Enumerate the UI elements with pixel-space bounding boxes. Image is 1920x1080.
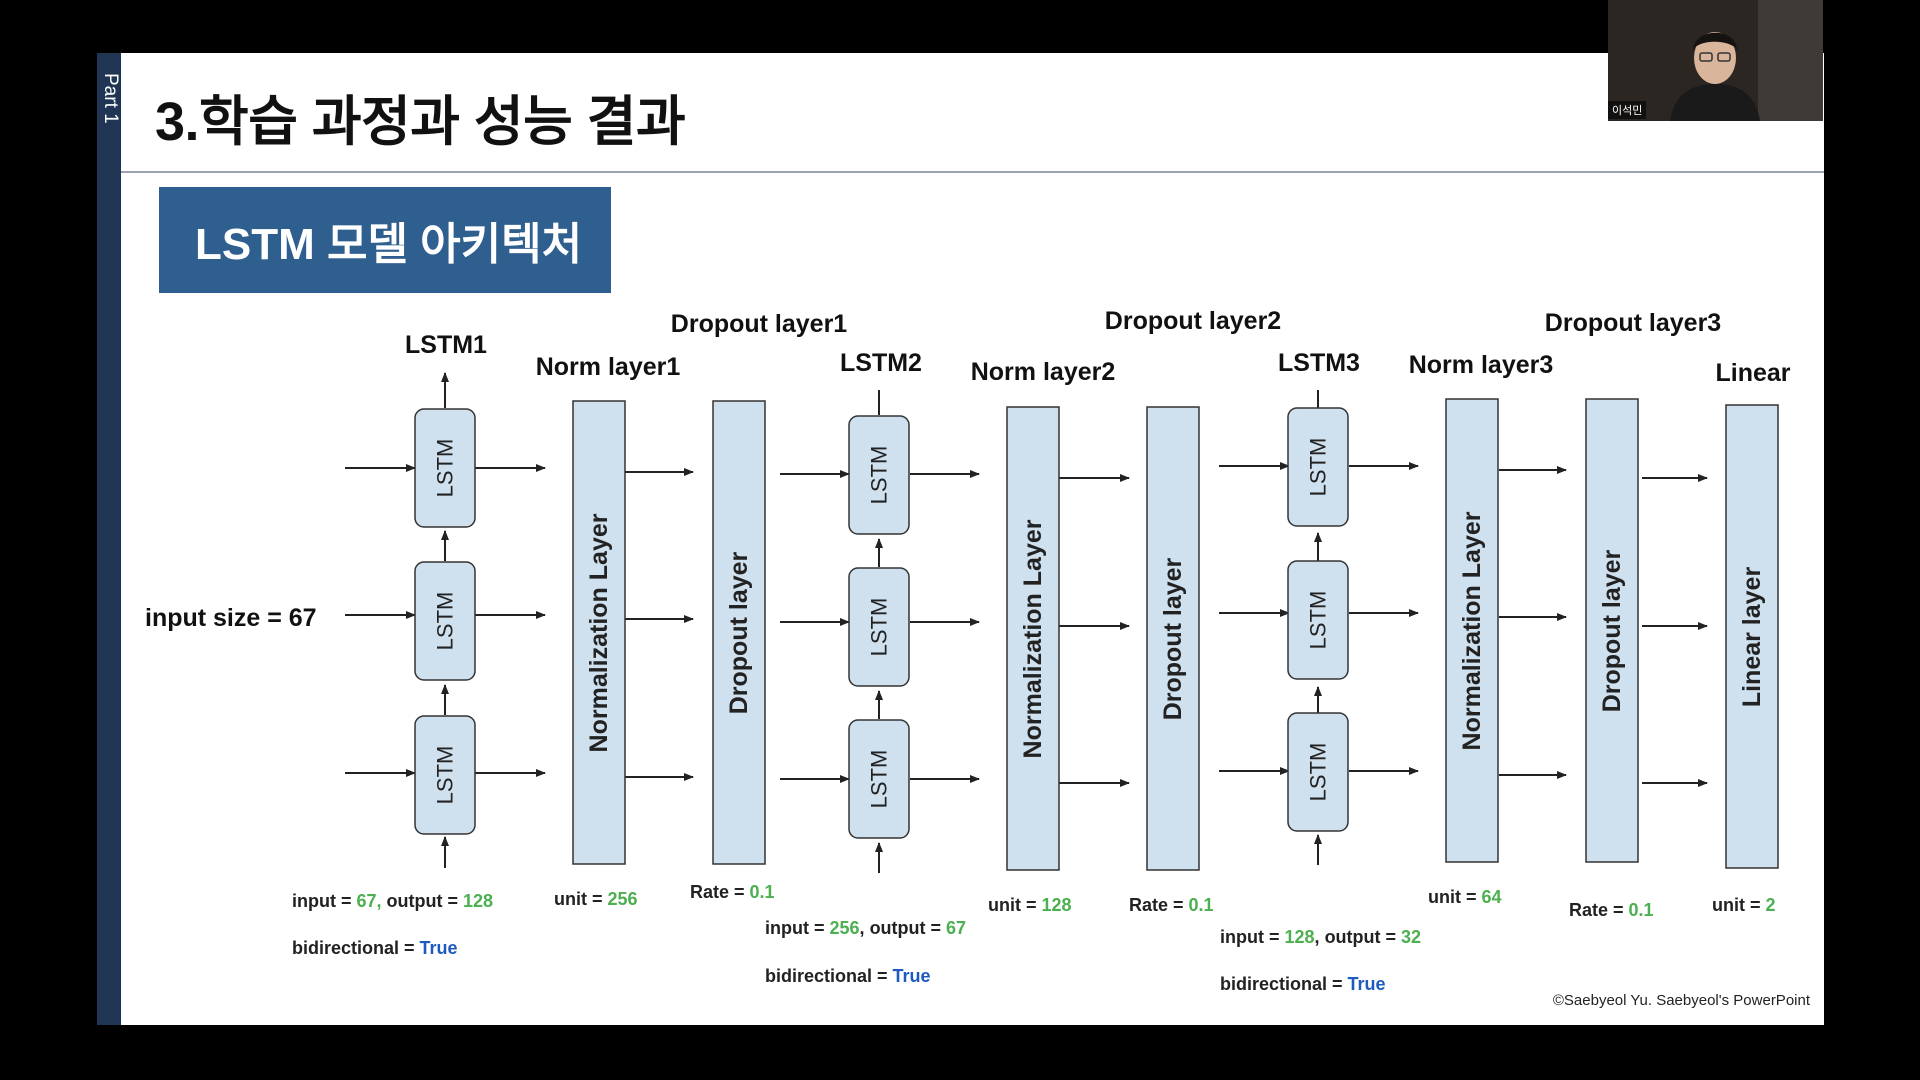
- dropout2-rate: Rate = 0.1: [1129, 895, 1214, 915]
- dropout-layer3-text: Dropout layer: [1598, 549, 1626, 712]
- norm-layer2-text: Normalization Layer: [1019, 519, 1047, 758]
- linear-layer-text: Linear layer: [1738, 567, 1766, 708]
- lstm3-cell-mid-label: LSTM: [1306, 591, 1331, 650]
- norm-layer3-text: Normalization Layer: [1458, 511, 1486, 750]
- parameter-annotations: input = 67, output = 128 bidirectional =…: [292, 882, 1776, 994]
- header-lstm1: LSTM1: [405, 331, 487, 359]
- lstm2-bidirectional: bidirectional = True: [765, 966, 931, 986]
- lstm1-io-params: input = 67, output = 128: [292, 891, 493, 911]
- dropout3-rate: Rate = 0.1: [1569, 900, 1654, 920]
- participant-name: 이석민: [1608, 101, 1647, 119]
- part-label: Part 1: [100, 73, 121, 124]
- lstm2-cell-bottom-label: LSTM: [867, 750, 892, 809]
- connection-arrows: [345, 372, 1708, 873]
- norm1-unit: unit = 256: [554, 889, 638, 909]
- header-dropout2: Dropout layer2: [1105, 307, 1281, 335]
- person-hair: [1693, 32, 1737, 50]
- header-norm3: Norm layer3: [1409, 351, 1554, 379]
- linear-layer-box: Linear layer: [1725, 404, 1779, 869]
- lstm1-cell-top-label: LSTM: [433, 439, 458, 498]
- participant-video: [1608, 0, 1823, 121]
- norm-layer3-box: Normalization Layer: [1445, 398, 1499, 863]
- lstm1-cell-mid-label: LSTM: [433, 592, 458, 651]
- header-lstm2: LSTM2: [840, 349, 922, 377]
- lstm1-bidirectional: bidirectional = True: [292, 938, 458, 958]
- norm-layer2-box: Normalization Layer: [1006, 406, 1060, 871]
- header-dropout1: Dropout layer1: [671, 310, 848, 338]
- webcam-thumbnail[interactable]: 이석민: [1608, 0, 1823, 121]
- lstm3-cell-bottom-label: LSTM: [1306, 743, 1331, 802]
- person-face: [1694, 32, 1736, 84]
- slide-title: 3.학습 과정과 성능 결과: [155, 92, 686, 152]
- norm-layer1-text: Normalization Layer: [585, 513, 613, 752]
- dropout-layer3-box: Dropout layer: [1585, 398, 1639, 863]
- lstm2-block: LSTM LSTM LSTM: [848, 415, 910, 839]
- header-lstm3: LSTM3: [1278, 349, 1360, 377]
- lstm2-cell-top-label: LSTM: [867, 446, 892, 505]
- header-linear: Linear: [1715, 359, 1790, 387]
- lstm3-io-params: input = 128, output = 32: [1220, 927, 1421, 947]
- lstm3-block: LSTM LSTM LSTM: [1287, 407, 1349, 832]
- dropout-layer2-box: Dropout layer: [1146, 406, 1200, 871]
- section-heading: LSTM 모델 아키텍처: [195, 220, 583, 269]
- copyright-note: ©Saebyeol Yu. Saebyeol's PowerPoint: [1552, 992, 1810, 1009]
- presentation-slide: Part 1 3.학습 과정과 성능 결과 LSTM 모델 아키텍처: [97, 53, 1824, 1025]
- lstm3-bidirectional: bidirectional = True: [1220, 974, 1386, 994]
- header-norm1: Norm layer1: [536, 353, 681, 381]
- header-dropout3: Dropout layer3: [1545, 309, 1721, 337]
- lstm-architecture-diagram: LSTM LSTM LSTM LSTM LSTM LSTM LSTM LSTM …: [145, 307, 1791, 994]
- layer-headers: LSTM1 Norm layer1 Dropout layer1 LSTM2 N…: [405, 307, 1791, 387]
- section-heading-box: LSTM 모델 아키텍처: [159, 187, 611, 293]
- norm2-unit: unit = 128: [988, 895, 1072, 915]
- norm-layer1-box: Normalization Layer: [572, 400, 626, 865]
- title-divider: [121, 171, 1824, 173]
- header-norm2: Norm layer2: [971, 358, 1116, 386]
- dropout-layer1-box: Dropout layer: [712, 400, 766, 865]
- side-bar: Part 1: [97, 53, 121, 1025]
- lstm1-block: LSTM LSTM LSTM: [414, 408, 476, 835]
- lstm2-io-params: input = 256, output = 67: [765, 918, 966, 938]
- lstm1-cell-bottom-label: LSTM: [433, 746, 458, 805]
- input-size-label: input size = 67: [145, 604, 317, 632]
- dropout1-rate: Rate = 0.1: [690, 882, 775, 902]
- lstm3-cell-top-label: LSTM: [1306, 438, 1331, 497]
- lstm2-cell-mid-label: LSTM: [867, 598, 892, 657]
- linear-unit: unit = 2: [1712, 895, 1776, 915]
- norm3-unit: unit = 64: [1428, 887, 1502, 907]
- person-shoulders: [1670, 84, 1760, 121]
- dropout-layer1-text: Dropout layer: [725, 551, 753, 714]
- dropout-layer2-text: Dropout layer: [1159, 557, 1187, 720]
